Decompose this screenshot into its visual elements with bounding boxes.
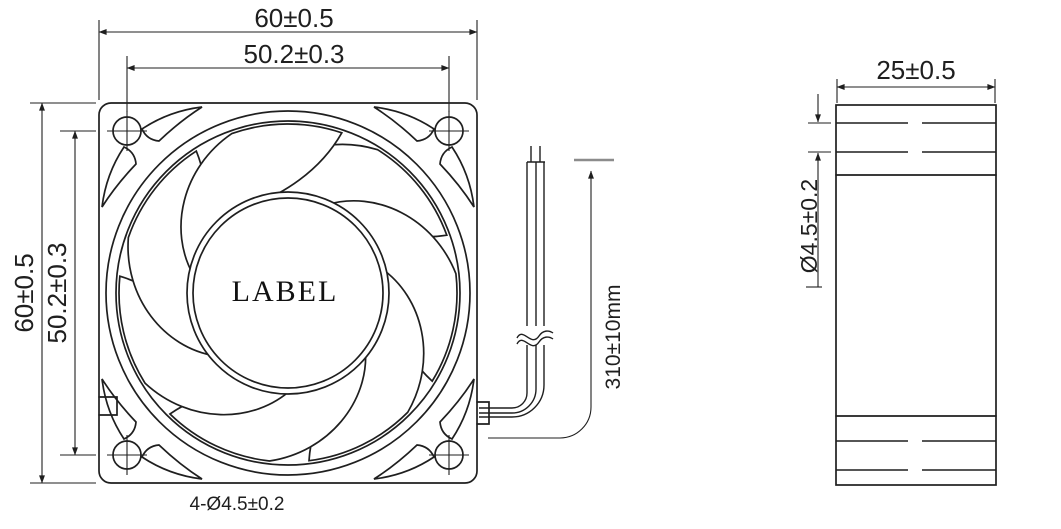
dim-hole-pitch-vertical: 50.2±0.3	[42, 130, 96, 456]
wire-bare-tips	[530, 146, 541, 162]
dim-outer-width: 60±0.5	[98, 3, 478, 100]
frame-left-notch	[98, 396, 118, 416]
mounting-hole-top-right	[429, 111, 469, 151]
dim-wire-length-text: 310±10mm	[602, 285, 625, 390]
fan-opening-inner-ring	[115, 120, 461, 466]
dim-outer-height-text: 60±0.5	[9, 253, 39, 332]
dim-wire-length: 310±10mm	[488, 158, 625, 439]
flange-edge-lines	[835, 174, 997, 417]
dim-hole-pitch-horizontal-text: 50.2±0.3	[243, 39, 344, 69]
hub-label: LABEL	[232, 275, 339, 308]
dim-depth: 25±0.5	[836, 55, 996, 103]
lead-wire	[479, 146, 556, 418]
hidden-hole-lines	[836, 122, 996, 471]
dim-hole-pitch-vertical-text: 50.2±0.3	[42, 242, 72, 343]
dim-hole-diameter-text: Ø4.5±0.2	[796, 179, 822, 273]
wire-break-mask	[516, 326, 556, 345]
mounting-hole-bottom-right	[429, 435, 469, 475]
dim-outer-height: 60±0.5	[9, 102, 96, 484]
wire-edge-inner	[479, 162, 528, 409]
side-view-body	[835, 104, 997, 486]
wire-edge-outer	[479, 162, 545, 418]
fan-opening-outer-ring	[105, 110, 471, 476]
mounting-holes	[107, 111, 469, 475]
dim-depth-text: 25±0.5	[876, 55, 955, 85]
fan-hub	[186, 191, 390, 395]
mounting-hole-bottom-left	[107, 435, 147, 475]
dim-outer-width-text: 60±0.5	[254, 3, 333, 33]
side-view: 25±0.5 Ø4.5±0.2	[796, 55, 997, 486]
dim-hole-diameter: Ø4.5±0.2	[796, 94, 831, 288]
dim-mounting-holes-text: 4-Ø4.5±0.2	[190, 494, 285, 515]
wire-divider	[479, 162, 537, 414]
mounting-hole-top-left	[107, 111, 147, 151]
wire-break-icon	[516, 330, 554, 347]
front-view: LABEL	[79, 75, 505, 497]
dim-hole-pitch-horizontal: 50.2±0.3	[126, 39, 450, 112]
fan-hub-inner-ring	[192, 197, 384, 389]
dimensions-front: 60±0.5 50.2±0.3 60±0.5 50.2±0.3 4-Ø4.5±0…	[9, 3, 625, 515]
